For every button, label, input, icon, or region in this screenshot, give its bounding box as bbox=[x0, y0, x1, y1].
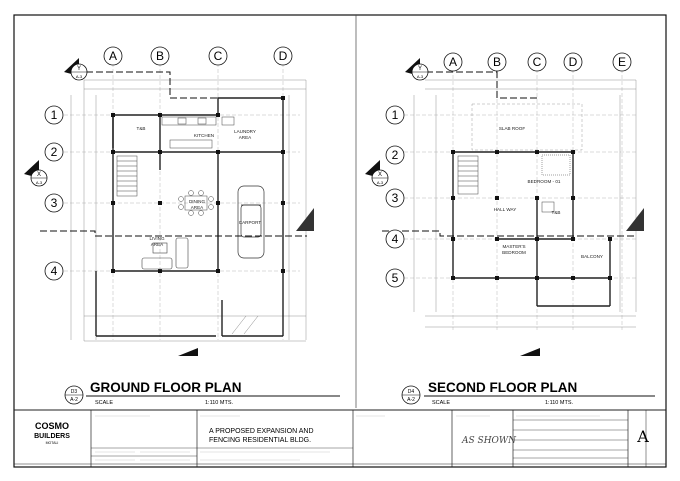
ground-grid-row-2: 2 bbox=[44, 142, 64, 162]
second-grid-row-4: 4 bbox=[385, 229, 405, 249]
ground-room-label: AREA bbox=[191, 205, 204, 210]
project-title-line1: A PROPOSED EXPANSION AND bbox=[209, 428, 314, 435]
svg-text:X: X bbox=[378, 172, 382, 178]
second-section-x-marker: X A-3 bbox=[365, 160, 389, 187]
ground-plan-title: GROUND FLOOR PLAN bbox=[90, 380, 242, 395]
ground-grid-row-2-label: 2 bbox=[51, 145, 58, 159]
second-grid-col-b-label: B bbox=[493, 55, 501, 69]
ground-grid-col-c-label: C bbox=[214, 49, 223, 63]
svg-text:X: X bbox=[37, 172, 41, 178]
ground-ref-bottom: A-2 bbox=[70, 397, 78, 403]
ground-room-label: KITCHEN bbox=[194, 133, 214, 138]
title-block bbox=[14, 409, 666, 467]
ground-grid-col-a-label: A bbox=[109, 49, 117, 63]
svg-text:A-3: A-3 bbox=[377, 180, 384, 185]
company-name-line2: BUILDERS bbox=[34, 433, 70, 440]
ground-room-label: LAUNDRY bbox=[234, 129, 256, 134]
second-floor-plan bbox=[382, 63, 644, 356]
second-grid-col-b: B bbox=[487, 52, 507, 72]
ground-grid-col-b: B bbox=[150, 46, 170, 66]
second-grid-row-4-label: 4 bbox=[392, 232, 399, 246]
project-title-line2: FENCING RESIDENTIAL BLDG. bbox=[209, 437, 311, 444]
second-grid-col-a: A bbox=[443, 52, 463, 72]
ground-grid-col-b-label: B bbox=[156, 49, 164, 63]
second-room-label: BEDROOM - 01 bbox=[528, 179, 561, 184]
second-grid-row-5: 5 bbox=[385, 268, 405, 288]
ground-room-label: LIVING bbox=[149, 236, 164, 241]
ground-grid-row-3-label: 3 bbox=[51, 196, 58, 210]
svg-text:A-3: A-3 bbox=[36, 180, 43, 185]
svg-text:Y: Y bbox=[418, 66, 422, 72]
ground-section-x-marker: X A-3 bbox=[24, 160, 48, 187]
company-logo: COSMO BUILDERS MOTALI bbox=[34, 421, 70, 445]
second-grid-col-a-label: A bbox=[449, 55, 457, 69]
sheet-border bbox=[13, 14, 667, 468]
second-grid-col-d: D bbox=[563, 52, 583, 72]
second-plan-title-block: D4 A-2 SECOND FLOOR PLAN SCALE 1:110 MTS… bbox=[401, 380, 655, 406]
second-grid-row-1-label: 1 bbox=[392, 108, 399, 122]
second-plan-title: SECOND FLOOR PLAN bbox=[428, 380, 577, 395]
second-grid-row-3-label: 3 bbox=[392, 191, 399, 205]
ground-grid-col-a: A bbox=[103, 46, 123, 66]
company-name-line3: MOTALI bbox=[46, 441, 59, 445]
second-room-label: HALL WAY bbox=[494, 207, 517, 212]
svg-text:A-3: A-3 bbox=[76, 74, 83, 79]
second-room-label: BALCONY bbox=[581, 254, 603, 259]
scale-note: AS SHOWN bbox=[461, 436, 517, 446]
ground-scale-value: 1:110 MTS. bbox=[205, 400, 233, 406]
second-ref-top: D4 bbox=[408, 389, 415, 395]
sheet-letter: A bbox=[636, 427, 649, 446]
svg-text:Y: Y bbox=[77, 66, 81, 72]
second-grid-col-e: E bbox=[612, 52, 632, 72]
second-room-label: BEDROOM bbox=[502, 250, 526, 255]
ground-grid-row-1: 1 bbox=[44, 105, 64, 125]
ground-room-label: T&B bbox=[137, 126, 146, 131]
second-scale-label: SCALE bbox=[432, 400, 450, 406]
ground-section-y-marker: Y A-3 bbox=[64, 58, 88, 81]
company-name-line1: COSMO bbox=[35, 421, 69, 431]
ground-room-label: AREA bbox=[239, 135, 252, 140]
second-scale-value: 1:110 MTS. bbox=[545, 400, 573, 406]
ground-plan-title-block: D3 A-2 GROUND FLOOR PLAN SCALE 1:110 MTS… bbox=[64, 380, 340, 406]
second-grid-row-2: 2 bbox=[385, 145, 405, 165]
ground-grid-row-3: 3 bbox=[44, 193, 64, 213]
ground-grid-col-d-label: D bbox=[279, 49, 288, 63]
ground-grid-row-4-label: 4 bbox=[51, 264, 58, 278]
ground-grid-row-1-label: 1 bbox=[51, 108, 58, 122]
second-grid-row-2-label: 2 bbox=[392, 148, 399, 162]
ground-room-label: AREA bbox=[151, 242, 164, 247]
svg-text:A-3: A-3 bbox=[417, 74, 424, 79]
second-grid-col-c: C bbox=[527, 52, 547, 72]
second-room-label: T&B bbox=[552, 210, 561, 215]
ground-room-label: DINING bbox=[189, 199, 206, 204]
ground-floor-plan bbox=[40, 63, 314, 356]
second-ref-bottom: A-2 bbox=[407, 397, 415, 403]
ground-grid-col-d: D bbox=[273, 46, 293, 66]
second-grid-row-1: 1 bbox=[385, 105, 405, 125]
second-grid-row-3: 3 bbox=[385, 188, 405, 208]
second-room-label: MASTER'S bbox=[502, 244, 525, 249]
second-section-y-marker: Y A-3 bbox=[405, 58, 429, 81]
ground-grid-col-c: C bbox=[208, 46, 228, 66]
second-grid-col-e-label: E bbox=[618, 55, 626, 69]
second-grid-col-d-label: D bbox=[569, 55, 578, 69]
ground-room-label: CARPORT bbox=[239, 220, 262, 225]
ground-scale-label: SCALE bbox=[95, 400, 113, 406]
second-grid-col-c-label: C bbox=[533, 55, 542, 69]
second-room-label: SLAB ROOF bbox=[499, 126, 525, 131]
ground-ref-top: D3 bbox=[71, 389, 78, 395]
second-grid-row-5-label: 5 bbox=[392, 271, 399, 285]
ground-grid-row-4: 4 bbox=[44, 261, 64, 281]
